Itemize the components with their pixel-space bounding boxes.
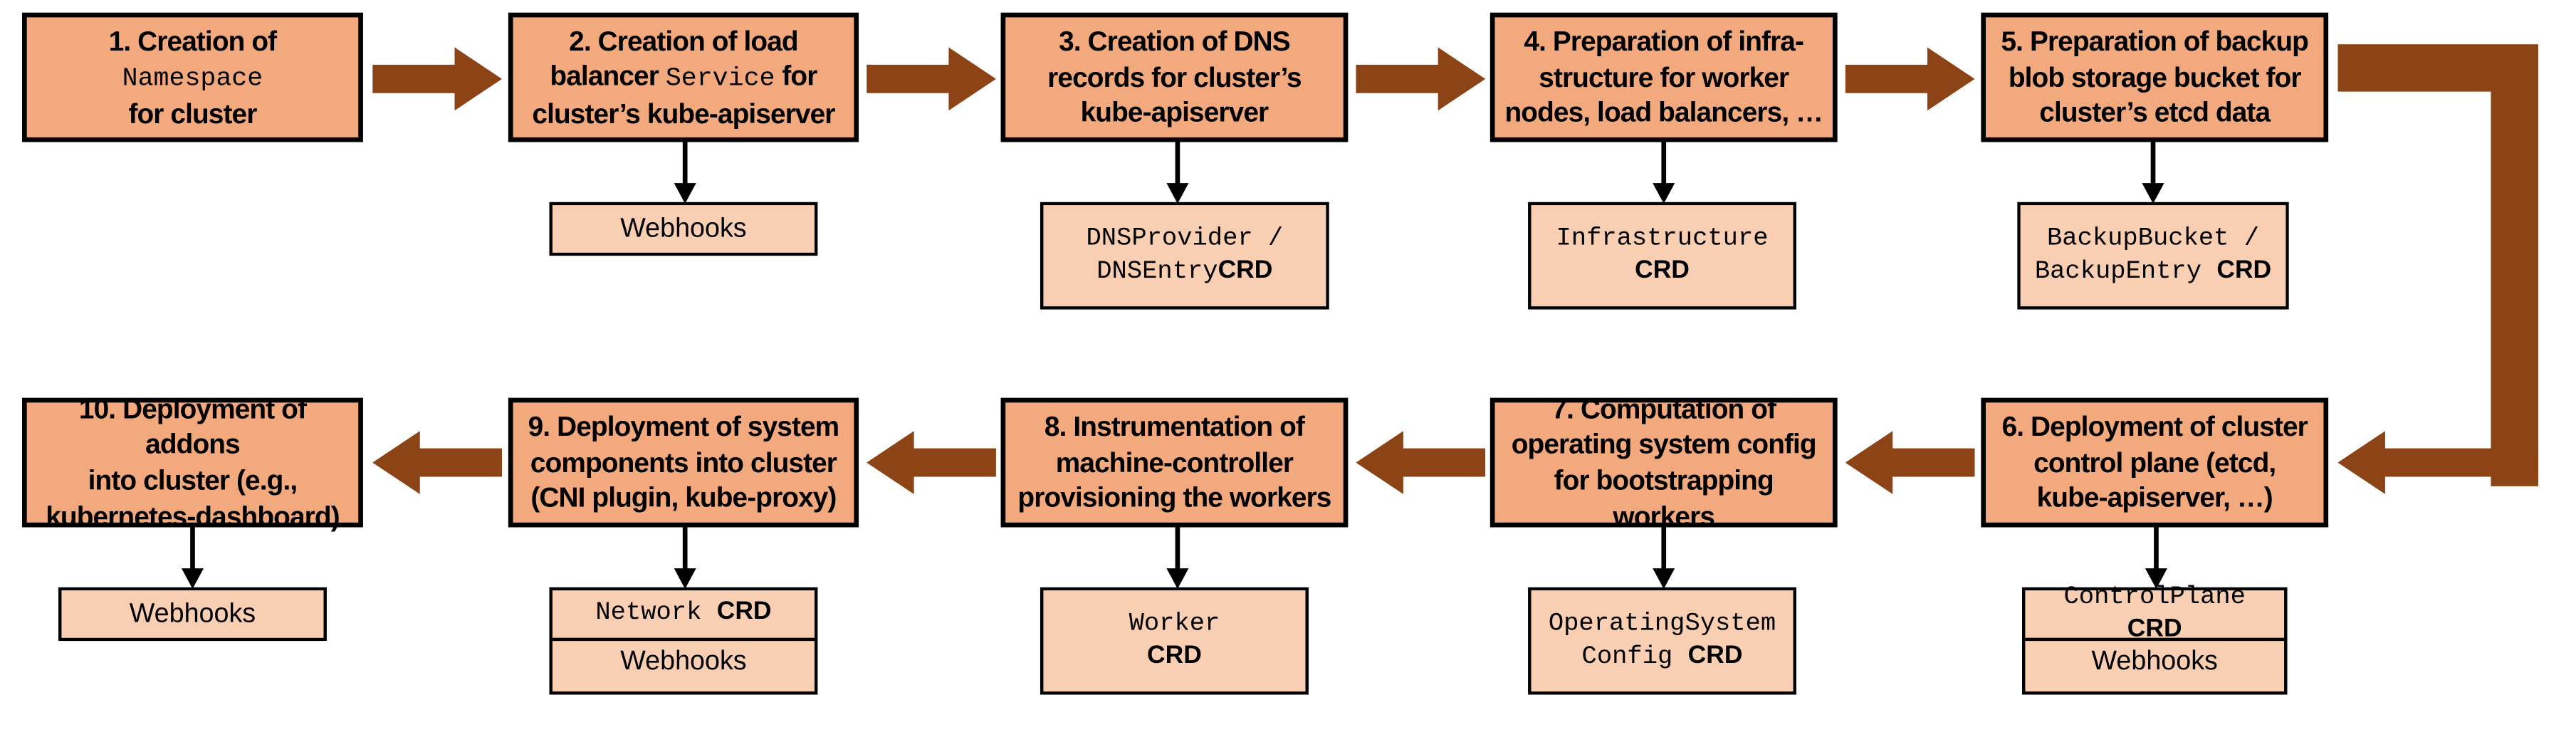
controlplane-crd-row: ControlPlane CRD: [2025, 582, 2285, 642]
flow-arrow-5-to-6-elbow: [2337, 44, 2538, 486]
connector-step7-to-operatingsystemconfig-crd: [1650, 527, 1678, 590]
connector-step10-to-webhooks: [179, 527, 207, 590]
dns-crd-box[interactable]: DNSProvider /DNSEntryCRD: [1040, 202, 1329, 310]
connector-step8-to-worker-crd: [1163, 527, 1192, 590]
backupbucket-crd-row: BackupBucket /BackupEntry CRD: [2020, 205, 2286, 307]
connector-step2-to-webhooks: [671, 142, 699, 206]
webhooks-row: Webhooks: [61, 590, 324, 638]
webhooks-row: Webhooks: [552, 205, 815, 253]
flow-arrow-9-to-10: [372, 431, 503, 494]
webhooks-row: Webhooks: [552, 637, 815, 684]
network-crd-webhooks-stack[interactable]: Network CRD Webhooks: [549, 587, 818, 695]
connector-step3-to-dns-crd: [1163, 142, 1192, 206]
flow-arrow-6-to-7: [1845, 431, 1975, 494]
backupbucket-crd-box[interactable]: BackupBucket /BackupEntry CRD: [2017, 202, 2289, 310]
step-box-4[interactable]: 4. Preparation of infra-structure for wo…: [1489, 12, 1838, 142]
controlplane-crd-webhooks-stack[interactable]: ControlPlane CRD Webhooks: [2022, 582, 2288, 695]
step-4-label: 4. Preparation of infra-structure for wo…: [1504, 25, 1823, 129]
flow-arrow-7-to-8: [1356, 431, 1486, 494]
webhooks-row: Webhooks: [2025, 637, 2285, 684]
network-crd-row: Network CRD: [552, 590, 815, 637]
webhooks-box-step-2[interactable]: Webhooks: [549, 202, 818, 256]
flow-arrow-elbow-head-into-step-6: [2337, 431, 2538, 494]
flow-arrow-4-to-5: [1845, 47, 1975, 111]
connector-step6-to-controlplane-crd: [2142, 527, 2170, 590]
flow-arrow-2-to-3: [866, 47, 996, 111]
flow-arrow-3-to-4: [1356, 47, 1486, 111]
connector-step5-to-backupbucket-crd: [2139, 142, 2167, 206]
dns-crd-row: DNSProvider /DNSEntryCRD: [1043, 205, 1326, 307]
connector-step4-to-infrastructure-crd: [1650, 142, 1678, 206]
flow-arrow-8-to-9: [866, 431, 996, 494]
webhooks-box-step-10[interactable]: Webhooks: [58, 587, 327, 642]
flow-arrow-1-to-2: [372, 47, 503, 111]
connector-step9-to-network-crd: [671, 527, 699, 590]
